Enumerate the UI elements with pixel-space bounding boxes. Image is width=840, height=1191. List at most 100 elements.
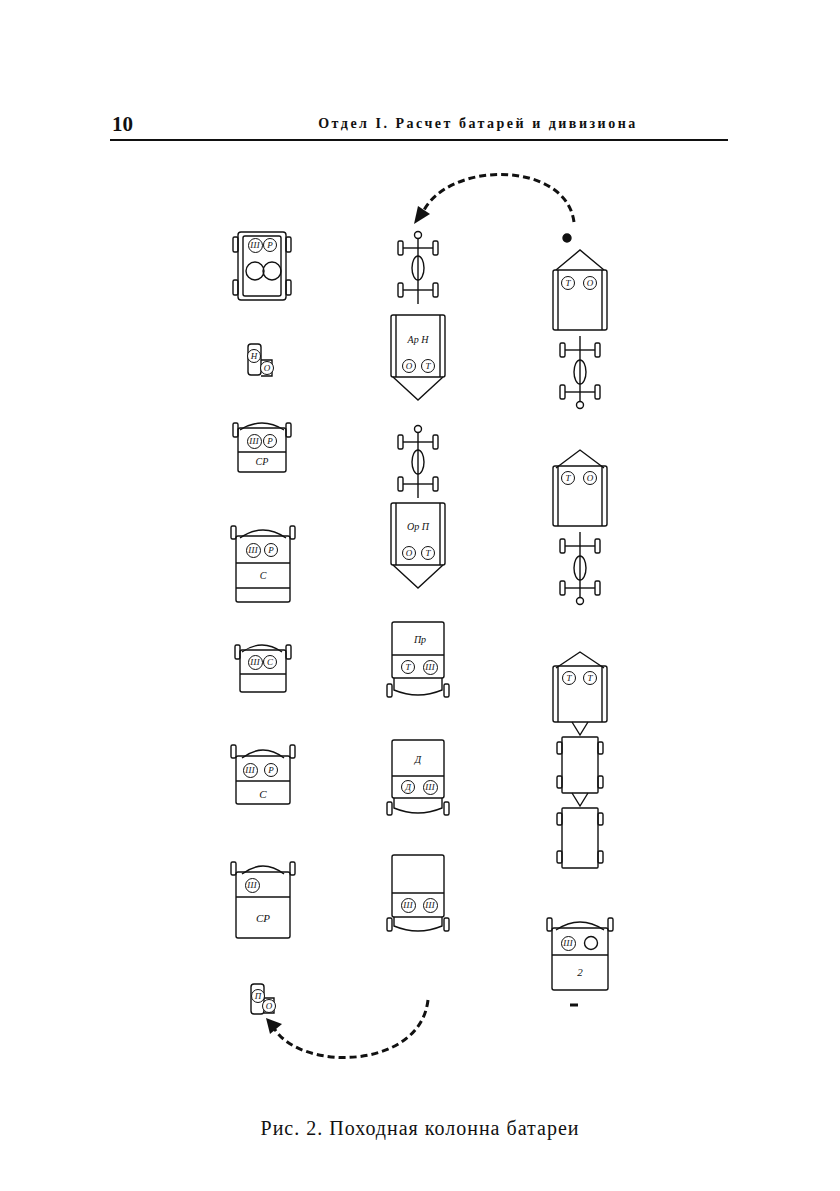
- truck-part: [570, 1004, 578, 1007]
- car-part: [235, 645, 240, 659]
- truck-part: [236, 780, 290, 781]
- tractor-with-limber-part: [395, 503, 396, 565]
- truck-part: [236, 872, 290, 938]
- truck-part: [392, 775, 444, 776]
- turn-arrow: [266, 1000, 428, 1057]
- crew-circle: Ш: [246, 543, 261, 558]
- truck: [231, 862, 295, 938]
- crew-circle: О: [262, 999, 276, 1013]
- truck-part: [387, 684, 392, 697]
- truck-part: [387, 918, 392, 931]
- crew-circle: О: [260, 361, 274, 375]
- tractor-with-trailers: [553, 652, 607, 868]
- truck-part: [444, 918, 449, 931]
- crew-letter: Ш: [250, 658, 259, 667]
- vehicle-label: Ар Н: [408, 335, 429, 345]
- tractor-with-limber-part: [393, 377, 443, 400]
- crew-letter: Н: [251, 352, 258, 361]
- tractor-with-limber-part: [398, 232, 438, 305]
- vehicle-label: Д: [415, 755, 421, 765]
- ink-mark: [563, 234, 571, 242]
- truck-part: [231, 862, 236, 875]
- vehicle-label: С: [259, 789, 266, 800]
- truck-part: [242, 866, 284, 874]
- truck: [387, 622, 449, 697]
- armored-car-part: [243, 236, 281, 296]
- limber-with-tractor-part: [601, 466, 602, 526]
- crew-letter: Т: [565, 279, 570, 288]
- armored-car: [233, 232, 291, 300]
- tractor-with-limber-part: [393, 565, 443, 588]
- limber-with-tractor-part: [553, 466, 607, 526]
- tractor-with-trailers-part: [598, 851, 603, 863]
- truck-part: [552, 928, 608, 990]
- crew-letter: Т: [566, 674, 571, 683]
- tractor-with-trailers-part: [557, 666, 558, 722]
- crew-letter: П: [255, 992, 262, 1001]
- tractor-with-limber-part: [439, 503, 440, 565]
- crew-circle: Т: [561, 471, 575, 485]
- crew-letter: Ш: [425, 663, 434, 672]
- truck-part: [394, 678, 442, 695]
- truck-part: [392, 892, 444, 893]
- truck-part: [608, 918, 613, 931]
- crew-circle: Ш: [423, 780, 438, 795]
- turn-arrow: [414, 174, 574, 224]
- crew-circle: Т: [421, 546, 435, 560]
- crew-circle: Т: [562, 671, 576, 685]
- crew-letter: Р: [268, 546, 274, 555]
- limber-with-tractor: [553, 250, 607, 409]
- limber-with-tractor-part: [556, 250, 604, 270]
- limber-with-tractor: [553, 450, 607, 605]
- tractor-with-trailers-part: [572, 722, 588, 735]
- car-part: [238, 428, 286, 472]
- tractor-with-limber-part: [439, 315, 440, 377]
- tractor-with-limber-part: [395, 315, 396, 377]
- car-part: [286, 645, 291, 659]
- tractor-with-trailers-part: [557, 851, 562, 863]
- limber-with-tractor-part: [557, 466, 558, 526]
- truck-part: [290, 526, 295, 539]
- truck-part: [242, 750, 284, 758]
- crew-circle: Н: [247, 349, 261, 363]
- truck-part: [392, 740, 444, 798]
- truck: [231, 745, 295, 804]
- vehicle-label: СР: [256, 457, 269, 467]
- crew-letter: Т: [587, 674, 592, 683]
- vehicle-label: Ор П: [407, 522, 429, 532]
- armored-car-part: [233, 237, 238, 252]
- tractor-with-trailers-part: [557, 813, 562, 825]
- turn-arrow-part: [266, 1018, 282, 1034]
- tractor-with-trailers-part: [557, 742, 562, 754]
- crew-circle: О: [583, 471, 597, 485]
- crew-letter: Р: [268, 766, 274, 775]
- crew-circle: Т: [421, 359, 435, 373]
- truck: [387, 740, 449, 815]
- truck-part: [236, 562, 290, 563]
- car-part: [238, 451, 286, 452]
- tractor-with-limber: [391, 232, 445, 401]
- crew-circle: Ш: [248, 655, 263, 670]
- header-rule: [110, 139, 728, 141]
- limber-with-tractor-part: [557, 270, 558, 330]
- truck-part: [547, 918, 552, 931]
- crew-letter: Т: [405, 663, 410, 672]
- tractor-with-limber-part: [391, 315, 445, 377]
- crew-circle: Ш: [401, 898, 416, 913]
- crew-circle: Ш: [423, 660, 438, 675]
- crew-circle: Ш: [245, 878, 260, 893]
- truck-part: [290, 745, 295, 758]
- crew-circle: Ш: [561, 936, 576, 951]
- truck-part: [444, 684, 449, 697]
- crew-letter: Ш: [245, 766, 254, 775]
- truck: [231, 526, 295, 602]
- crew-letter: Ш: [247, 881, 256, 890]
- crew-circle: С: [263, 655, 277, 669]
- truck-part: [236, 756, 290, 804]
- crew-letter: Ш: [425, 783, 434, 792]
- car-part: [240, 423, 284, 430]
- tractor-with-trailers-part: [572, 793, 588, 806]
- crew-circle: Ш: [247, 434, 262, 449]
- crew-letter: О: [266, 1002, 273, 1011]
